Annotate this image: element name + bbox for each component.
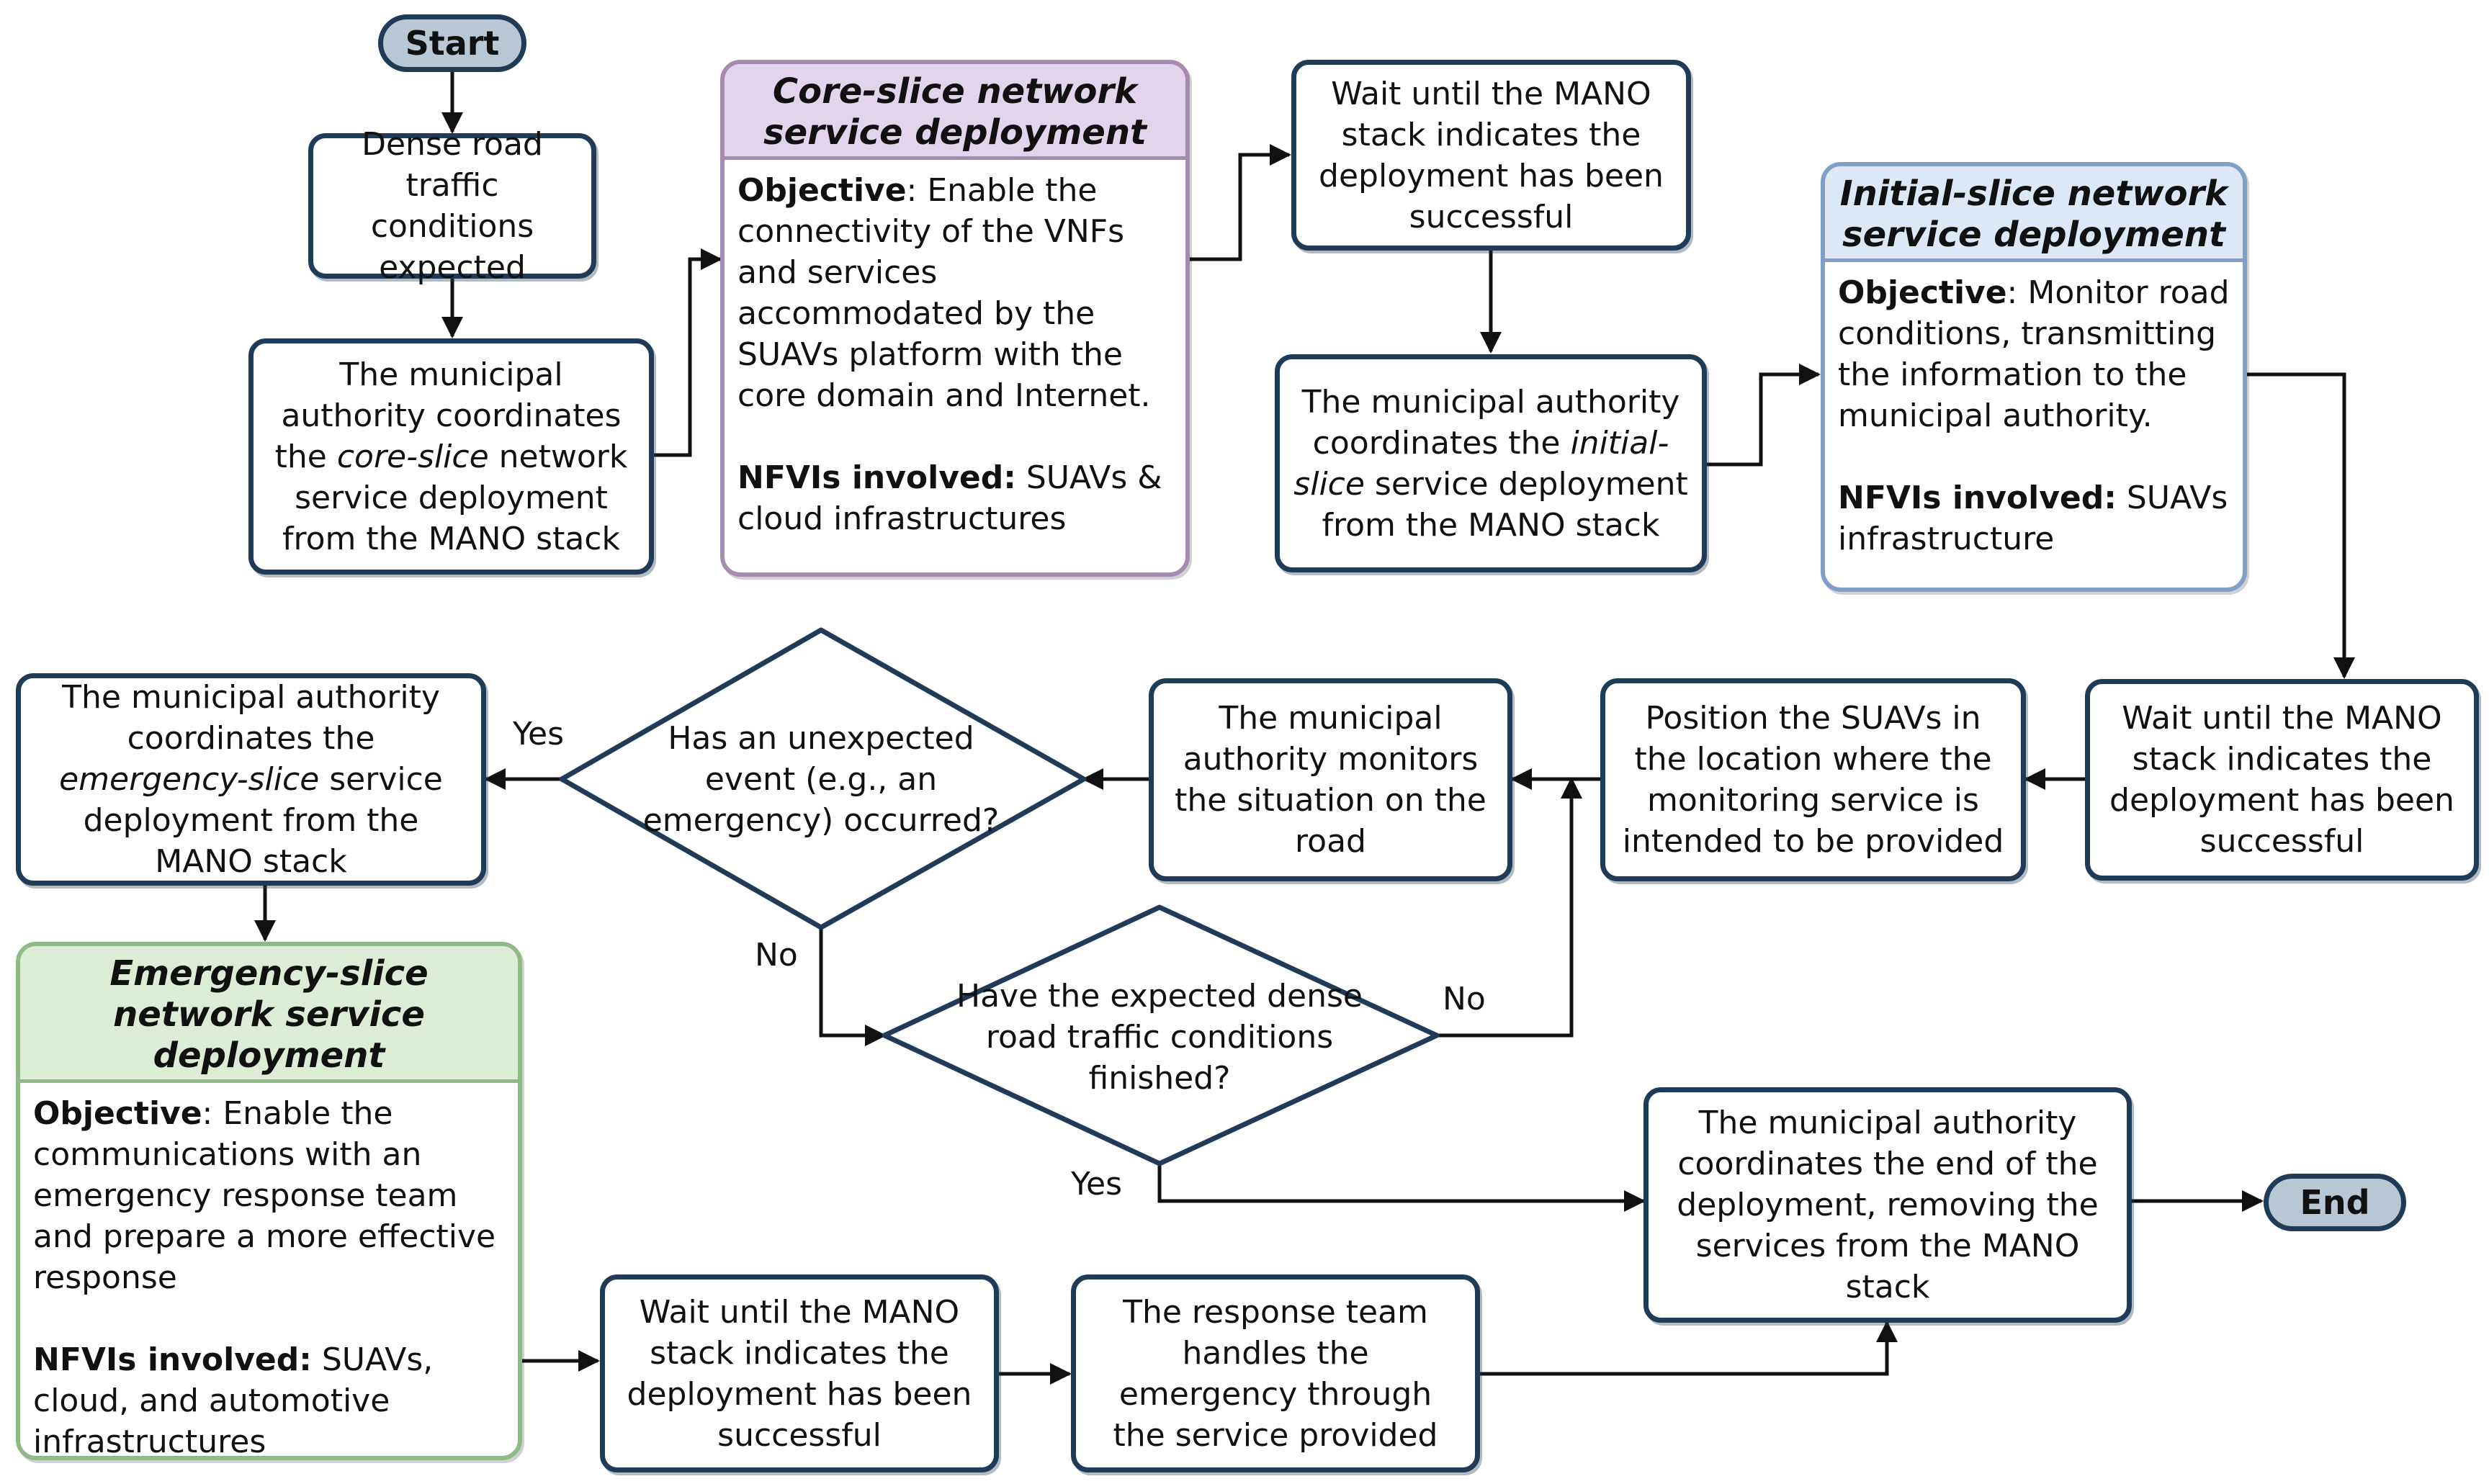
emergency-nfvi-text: SUAVs, cloud, and automotive infrastruct… xyxy=(33,1341,434,1460)
arrow-coord-core-to-core-card xyxy=(654,248,722,457)
emergency-slice-card: Emergency-slice network service deployme… xyxy=(16,942,522,1460)
end-terminal: End xyxy=(2264,1174,2406,1231)
response-team-box: The response team handles the emergency … xyxy=(1071,1274,1480,1472)
wait-box-2: Wait until the MANO stack indicates the … xyxy=(2085,679,2479,881)
core-objective-text: : Enable the connectivity of the VNFs an… xyxy=(737,172,1151,414)
monitor-road-box: The municipal authority monitors the sit… xyxy=(1149,678,1512,881)
arrow-core-card-to-wait-1 xyxy=(1188,144,1291,261)
yes-label-finished: Yes xyxy=(1071,1166,1123,1202)
decision-event-text: Has an unexpected event (e.g., an emerge… xyxy=(642,720,1000,839)
arrow-decision-finished-no xyxy=(1437,777,1582,1038)
start-terminal: Start xyxy=(378,14,526,72)
arrow-coord-initial-to-initial-card xyxy=(1707,364,1821,467)
coord-initial-text-em: initial-slice xyxy=(1293,424,1669,503)
end-deployment-box: The municipal authority coordinates the … xyxy=(1643,1087,2132,1323)
wait-box-1: Wait until the MANO stack indicates the … xyxy=(1291,60,1691,251)
decision-event-diamond xyxy=(559,627,1087,930)
emergency-slice-card-body: Objective: Enable the communications wit… xyxy=(20,1083,518,1460)
core-nfvi-label: NFVIs involved: xyxy=(737,459,1016,496)
coord-emergency-text-post: service deployment from the MANO stack xyxy=(83,761,443,880)
core-slice-card-title: Core-slice network service deployment xyxy=(725,64,1185,160)
core-nfvi-text: SUAVs & cloud infrastructures xyxy=(737,459,1162,537)
emergency-objective-label: Objective xyxy=(33,1095,202,1132)
coord-core-text-pre: The municipal authority coordinates the xyxy=(274,356,622,475)
initial-slice-card: Initial-slice network service deployment… xyxy=(1821,162,2247,592)
coord-core-slice-box: The municipal authority coordinates the … xyxy=(248,338,654,575)
coord-initial-text-post: service deployment from the MANO stack xyxy=(1322,465,1688,544)
wait-box-3: Wait until the MANO stack indicates the … xyxy=(600,1274,999,1472)
coord-core-text-post: network service deployment from the MANO… xyxy=(282,438,628,557)
core-slice-card: Core-slice network service deployment Ob… xyxy=(720,60,1190,577)
initial-objective-text: : Monitor road conditions, transmitting … xyxy=(1838,274,2230,434)
initial-slice-card-title: Initial-slice network service deployment xyxy=(1825,166,2243,262)
coord-initial-slice-box: The municipal authority coordinates the … xyxy=(1275,354,1707,572)
arrow-response-to-end-deployment xyxy=(1480,1321,1898,1376)
decision-finished-text: Have the expected dense road traffic con… xyxy=(956,977,1363,1097)
core-slice-card-body: Objective: Enable the connectivity of th… xyxy=(725,160,1185,539)
emergency-objective-text: : Enable the communications with an emer… xyxy=(33,1095,496,1296)
coord-emergency-text-em: emergency-slice xyxy=(59,761,320,798)
initial-objective-label: Objective xyxy=(1838,274,2007,311)
initial-nfvi-label: NFVIs involved: xyxy=(1838,480,2117,516)
coord-initial-text-pre: The municipal authority coordinates the xyxy=(1301,383,1680,462)
coord-emergency-text-pre: The municipal authority coordinates the xyxy=(62,679,440,757)
emergency-slice-card-title: Emergency-slice network service deployme… xyxy=(20,946,518,1083)
arrow-decision-finished-yes xyxy=(1157,1164,1646,1212)
arrow-initial-card-to-wait-2 xyxy=(2247,372,2355,679)
decision-finished-diamond xyxy=(882,904,1440,1166)
position-suavs-box: Position the SUAVs in the location where… xyxy=(1600,678,2026,881)
no-label-finished: No xyxy=(1443,981,1486,1017)
core-objective-label: Objective xyxy=(737,172,907,209)
initial-nfvi-text: SUAVs infrastructure xyxy=(1838,480,2228,557)
no-label-event: No xyxy=(755,937,798,973)
coord-emergency-slice-box: The municipal authority coordinates the … xyxy=(16,673,486,886)
yes-label-event: Yes xyxy=(513,716,565,752)
emergency-nfvi-label: NFVIs involved: xyxy=(33,1341,312,1378)
initial-slice-card-body: Objective: Monitor road conditions, tran… xyxy=(1825,262,2243,559)
dense-traffic-box: Dense road traffic conditions expected xyxy=(308,126,596,286)
arrow-decision-event-no xyxy=(819,927,887,1046)
coord-core-text-em: core-slice xyxy=(336,438,489,475)
